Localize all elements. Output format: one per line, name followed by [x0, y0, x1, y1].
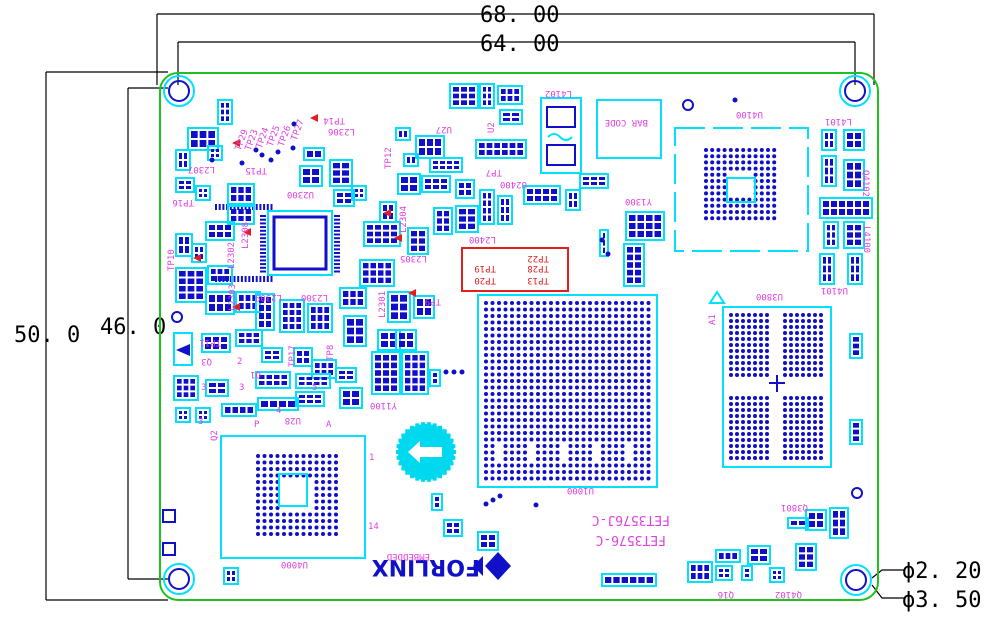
label-l2302: L2302	[227, 242, 237, 269]
board-outline	[159, 72, 879, 601]
label-l2306: L2306	[328, 126, 355, 136]
pin-five: 5	[312, 383, 317, 393]
dim-hole-inner: ϕ2. 20	[902, 559, 981, 584]
label-p: P	[254, 420, 260, 430]
mounting-hole-bl	[163, 563, 195, 595]
label-q2: Q2	[210, 430, 220, 441]
label-q16: Q16	[718, 589, 734, 599]
dimension-lines	[45, 13, 905, 601]
label-u28: U28	[285, 415, 301, 425]
label-l2304: L2304	[399, 206, 409, 233]
label-u3800: U3800	[756, 291, 783, 301]
pin-two-a: 2	[237, 357, 242, 367]
label-l2307: L2307	[188, 164, 215, 174]
label-u27: U27	[436, 124, 452, 134]
pin-three-a: 3	[201, 383, 206, 393]
dim-hole-outer: ϕ3. 50	[902, 588, 981, 613]
logo-text: FORLINX	[372, 554, 480, 579]
label-l4101: L4101	[825, 116, 852, 126]
test-point-box	[461, 247, 569, 292]
dim-inner-height: 46. 0	[100, 315, 166, 340]
label-l2305: L2305	[400, 253, 427, 263]
small-components	[173, 83, 873, 587]
label-u2: U2	[487, 122, 497, 133]
label-y1100: Y1100	[370, 400, 397, 410]
label-l2301: L2301	[378, 291, 388, 318]
l4102-footprint	[540, 97, 582, 174]
label-tp27: TP27	[290, 118, 307, 142]
label-q1: Q1	[250, 369, 261, 379]
label-q3801: Q3801	[781, 502, 808, 512]
label-tp9: TP9	[425, 296, 441, 306]
mounting-hole-tr	[839, 75, 871, 107]
label-tp28: TP28	[527, 263, 549, 273]
label-tp14: TP14	[323, 115, 345, 125]
label-tp12: TP12	[384, 147, 394, 169]
label-tp22: TP22	[527, 253, 549, 263]
label-tp7: TP7	[486, 167, 502, 177]
label-u4000: U4000	[281, 559, 308, 569]
label-l2309: L2309	[255, 292, 282, 302]
label-q4102b: Q4102	[775, 589, 802, 599]
label-bar-code: BAR CODE	[605, 117, 648, 127]
label-l2400: L2400	[469, 234, 496, 244]
u2300-footprint	[215, 204, 340, 282]
pin-marker-1: 1	[369, 453, 374, 463]
dim-outer-height: 50. 0	[14, 323, 80, 348]
dim-inner-width: 64. 00	[480, 32, 559, 57]
forlinx-logo: FORLINX EMBEDDED	[372, 551, 511, 580]
pin-marker-14: 14	[368, 522, 379, 532]
label-u1000: U1000	[567, 485, 594, 495]
part-number: FET3576-C	[596, 532, 666, 547]
label-tp8: TP8	[326, 345, 336, 361]
label-tp11: TP11	[199, 337, 221, 347]
label-l4100: L4100	[861, 226, 871, 253]
label-tp10: TP10	[167, 249, 177, 271]
logo-sub: EMBEDDED	[387, 551, 430, 561]
label-tp17: TP17	[288, 345, 298, 367]
u4000-footprint	[220, 435, 366, 559]
bar-code-area	[596, 99, 662, 159]
orientation-arrow-icon	[396, 422, 456, 482]
label-tp15: TP15	[245, 165, 267, 175]
u1000-ball-grid	[484, 301, 651, 481]
label-u2300: U2300	[287, 189, 314, 199]
label-a1: A1	[708, 314, 718, 325]
q1-outline	[173, 332, 193, 366]
u4100-footprint	[674, 127, 809, 252]
label-u4101: U4101	[821, 285, 848, 295]
label-l2308: L2308	[241, 222, 251, 249]
pin-four: 4	[276, 406, 281, 416]
label-q3: Q3	[201, 356, 212, 366]
label-tp16: TP16	[172, 197, 194, 207]
mounting-hole-tl	[163, 75, 195, 107]
u1000-footprint	[477, 294, 658, 488]
u3800-ball-grid	[729, 313, 823, 460]
label-a: A	[326, 420, 332, 430]
label-q4102: Q4102	[860, 170, 870, 197]
u4000-ball-grid	[256, 454, 338, 536]
label-l4102: L4102	[545, 88, 572, 98]
part-number-j: FET3576J-C	[592, 512, 670, 527]
pin-three-b: 3	[239, 383, 244, 393]
label-tp13: TP13	[527, 275, 549, 285]
label-tp19: TP19	[474, 263, 496, 273]
label-tp20: TP20	[474, 275, 496, 285]
label-u2400: U2400	[500, 179, 527, 189]
label-u4100: U4100	[736, 109, 763, 119]
label-l2303: L2303	[228, 284, 238, 311]
mounting-holes	[163, 75, 872, 596]
label-l2300: L2300	[301, 292, 328, 302]
u4100-ball-grid	[704, 148, 777, 221]
dim-outer-width: 68. 00	[480, 3, 559, 28]
label-y1300: Y1300	[625, 196, 652, 206]
pin-three-c: 3	[198, 417, 203, 427]
u3800-footprint	[708, 290, 832, 468]
mounting-hole-br	[840, 564, 872, 596]
